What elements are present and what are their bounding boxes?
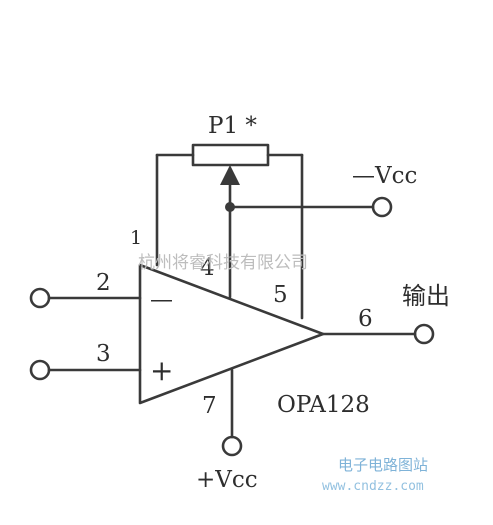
- pin-number-6: 6: [358, 306, 373, 332]
- brand-watermark: 电子电路图站: [338, 456, 428, 474]
- pin-number-3: 3: [96, 341, 111, 367]
- inverting-input-sign: —: [150, 287, 173, 313]
- negative-supply-terminal[interactable]: [371, 196, 393, 218]
- output-terminal[interactable]: [413, 323, 435, 345]
- pin-number-7: 7: [202, 393, 217, 419]
- potentiometer-body: [191, 143, 270, 167]
- pin-number-5: 5: [273, 282, 288, 308]
- output-label: 输出: [402, 282, 450, 310]
- potentiometer-label: P1 *: [208, 113, 257, 139]
- op-amp-triangle: [138, 263, 325, 405]
- wiper-arrow-icon: [220, 165, 240, 185]
- company-watermark: 杭州将睿科技有限公司: [138, 253, 308, 273]
- positive-supply-label: +Vcc: [196, 467, 258, 493]
- chip-name-label: OPA128: [277, 392, 370, 418]
- pin-number-1: 1: [130, 227, 142, 249]
- positive-supply-terminal[interactable]: [221, 435, 243, 457]
- noninverting-input-terminal[interactable]: [29, 359, 51, 381]
- pin-number-4: 4: [200, 255, 215, 281]
- pin-number-2: 2: [96, 270, 111, 296]
- potentiometer-p1: [155, 143, 304, 185]
- negative-supply-label: —Vcc: [352, 163, 417, 189]
- inverting-input-terminal[interactable]: [29, 287, 51, 309]
- noninverting-input-sign: +: [150, 354, 173, 387]
- url-watermark: www.cndzz.com: [322, 479, 424, 494]
